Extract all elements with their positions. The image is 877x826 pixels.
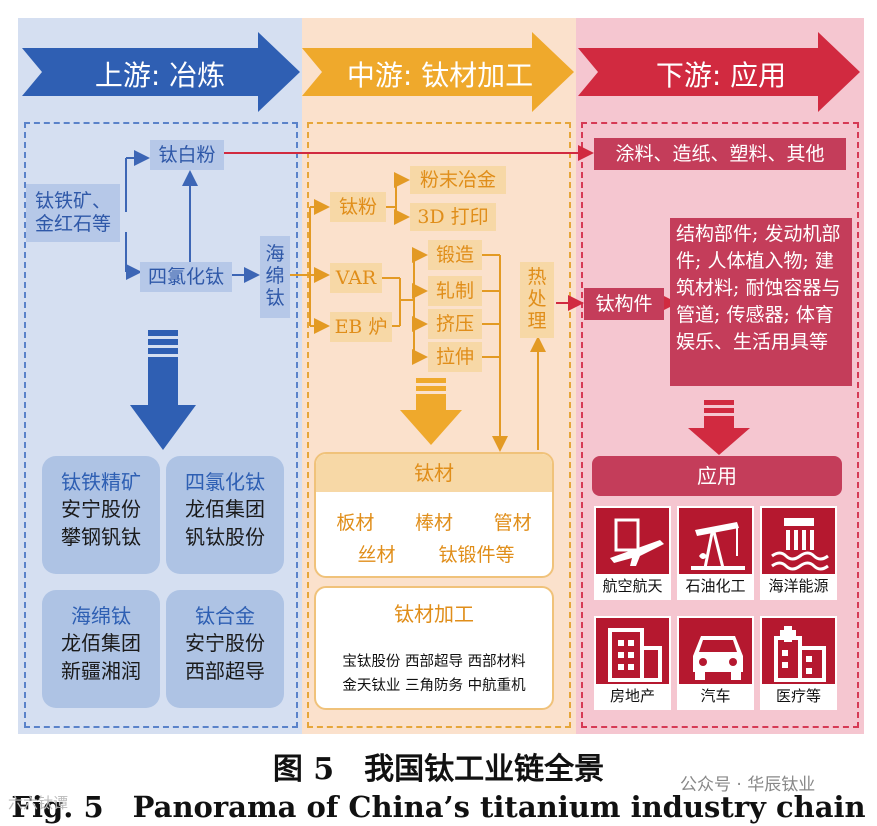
processing-companies-row1: 宝钛股份 西部超导 西部材料 <box>342 654 526 670</box>
material-plate: 板材 <box>336 512 375 534</box>
ti-processing-title: 钛材加工 <box>394 602 474 626</box>
material-forgings: 钛锻件等 <box>438 544 515 566</box>
company-card-ilmenite: 钛铁精矿 安宁股份 攀钢钒钛 <box>42 456 160 574</box>
var-box: VAR <box>330 263 382 293</box>
tile-real-estate: 房地产 <box>594 616 671 710</box>
card-title: 四氯化钛 <box>185 470 265 494</box>
extrusion-box: 挤压 <box>428 309 482 339</box>
printing-3d-box: 3D 打印 <box>410 203 496 231</box>
stage-downstream-label: 下游: 应用 <box>655 59 787 92</box>
heat-treatment-box: 热 处 理 <box>520 262 554 338</box>
processing-companies-row2: 金天钛业 三角防务 中航重机 <box>342 678 526 694</box>
midstream-frame <box>307 122 571 728</box>
company-card-alloy: 钛合金 安宁股份 西部超导 <box>166 590 284 708</box>
company-card-sponge: 海绵钛 龙佰集团 新疆湘润 <box>42 590 160 708</box>
titanium-white-box: 钛白粉 <box>150 140 224 170</box>
tile-petrochemical: 石油化工 <box>677 506 754 600</box>
card-line: 新疆湘润 <box>61 659 141 683</box>
midstream-banner-arrow <box>302 32 574 112</box>
card-line: 钒钛股份 <box>185 525 265 549</box>
coatings-box: 涂料、造纸、塑料、其他 <box>594 138 846 170</box>
caption-chinese: 图 5 我国钛工业链全景 <box>272 752 605 787</box>
material-wire: 丝材 <box>357 544 396 566</box>
downstream-frame <box>581 122 859 728</box>
upstream-frame <box>24 122 298 728</box>
tile-label: 医疗等 <box>762 684 835 708</box>
tile-aerospace: 航空航天 <box>594 506 671 600</box>
downstream-banner-arrow <box>578 32 860 112</box>
ti-powder-box: 钛粉 <box>330 192 386 222</box>
tile-automobile: 汽车 <box>677 616 754 710</box>
tile-label: 房地产 <box>596 684 669 708</box>
midstream-down-arrow <box>400 378 462 445</box>
card-line: 龙佰集团 <box>61 631 141 655</box>
card-title: 钛铁精矿 <box>61 470 141 494</box>
rolling-box: 轧制 <box>428 276 482 306</box>
ti-component-box: 钛构件 <box>584 288 664 320</box>
upstream-down-arrow <box>130 330 196 450</box>
tile-label: 海洋能源 <box>762 574 835 598</box>
building-icon <box>608 628 662 682</box>
powder-metallurgy-box: 粉末冶金 <box>410 166 506 194</box>
card-line: 安宁股份 <box>61 497 141 521</box>
airplane-icon <box>610 518 664 566</box>
card-line: 西部超导 <box>185 659 265 683</box>
ti-materials-card: 钛材 板材 棒材 管材 丝材 钛锻件等 <box>314 452 554 578</box>
forging-box: 锻造 <box>428 240 482 270</box>
ocean-icon <box>771 518 829 571</box>
card-line: 攀钢钒钛 <box>61 525 141 549</box>
ore-box: 钛铁矿、 金红石等 <box>26 184 120 242</box>
caption-english: Fig. 5 Panorama of China’s titanium indu… <box>11 790 866 824</box>
tile-label: 石油化工 <box>679 574 752 598</box>
oil-pump-icon <box>691 522 745 570</box>
upstream-banner-arrow <box>22 32 300 112</box>
tile-medical: 医疗等 <box>760 616 837 710</box>
tile-ocean-energy: 海洋能源 <box>760 506 837 600</box>
material-bar: 棒材 <box>414 512 453 534</box>
car-icon <box>693 636 743 680</box>
company-card-ticl4: 四氯化钛 龙佰集团 钒钛股份 <box>166 456 284 574</box>
stage-midstream-label: 中游: 钛材加工 <box>346 59 534 92</box>
drawing-box: 拉伸 <box>428 342 482 372</box>
downstream-down-arrow <box>688 400 750 455</box>
uses-box: 结构部件; 发动机部件; 人体植入物; 建筑材料; 耐蚀容器与管道; 传感器; … <box>670 218 852 386</box>
ti-materials-title: 钛材 <box>316 454 552 492</box>
stage-upstream-label: 上游: 冶炼 <box>94 59 226 92</box>
sponge-titanium-box: 海 绵 钛 <box>260 236 290 318</box>
ti-processing-card: 钛材加工 宝钛股份 西部超导 西部材料 金天钛业 三角防务 中航重机 <box>314 586 554 710</box>
card-title: 海绵钛 <box>71 604 131 628</box>
watermark-right: 公众号 · 华辰钛业 <box>680 775 816 795</box>
material-tube: 管材 <box>493 512 532 534</box>
card-line: 安宁股份 <box>185 631 265 655</box>
tile-label: 汽车 <box>679 684 752 708</box>
card-line: 龙佰集团 <box>185 497 265 521</box>
tile-label: 航空航天 <box>596 574 669 598</box>
hospital-icon <box>774 626 826 682</box>
card-title: 钛合金 <box>195 604 255 628</box>
eb-furnace-box: EB 炉 <box>330 312 392 342</box>
watermark-left: 六六钛谭 <box>8 794 69 812</box>
application-title: 应用 <box>592 456 842 496</box>
ticl4-box: 四氯化钛 <box>140 262 232 292</box>
